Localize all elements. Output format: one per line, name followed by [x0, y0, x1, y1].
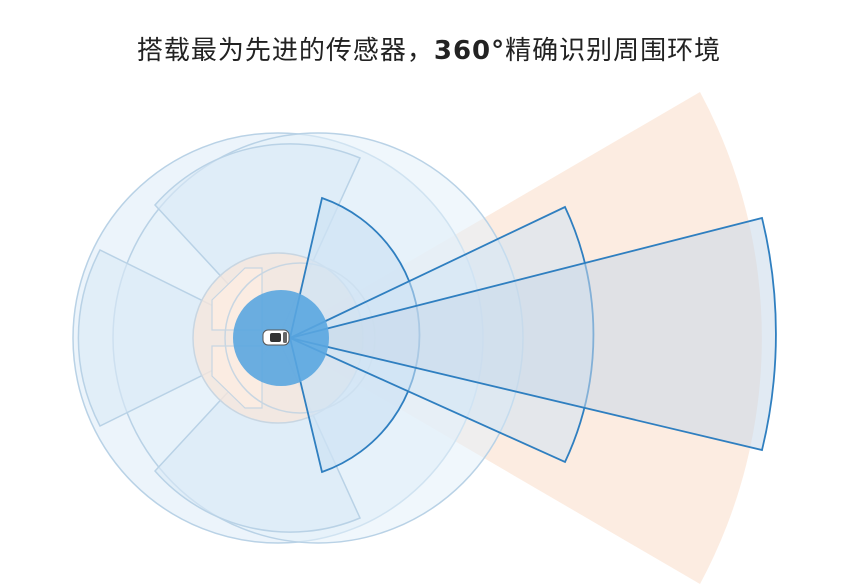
title-suffix: 精确识别周围环境 [505, 36, 722, 66]
title-prefix: 搭载最为先进的传感器， [136, 36, 434, 66]
title-highlight: 360° [433, 36, 506, 66]
rear-camera-sector [77, 249, 280, 427]
car-icon [262, 329, 290, 346]
page-title: 搭载最为先进的传感器，360°精确识别周围环境 [0, 30, 858, 67]
side-camera-sector-upper-left [153, 143, 362, 340]
side-camera-sector-lower-left [153, 336, 362, 533]
front-camera-long-sector [289, 216, 777, 452]
